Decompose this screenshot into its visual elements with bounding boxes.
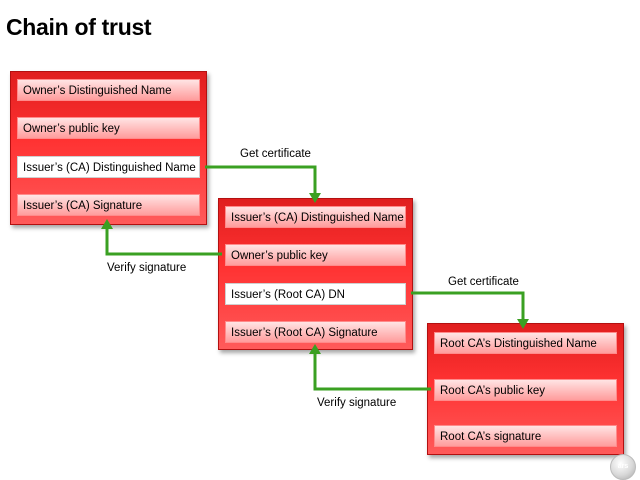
get-certificate-label-2: Get certificate — [448, 276, 519, 288]
cert2-issuer-dn-field: Issuer’s (CA) Distinguished Name — [225, 206, 406, 228]
cert1-owner-dn-field: Owner’s Distinguished Name — [17, 79, 200, 101]
cert2-root-issuer-dn-field: Issuer’s (Root CA) DN — [225, 283, 406, 305]
page-title: Chain of trust — [6, 14, 152, 40]
root-ca-certificate: Root CA’s Distinguished Name Root CA’s p… — [427, 323, 624, 455]
cert1-issuer-dn-field: Issuer’s (CA) Distinguished Name — [17, 156, 200, 178]
verify-signature-label-1: Verify signature — [107, 262, 187, 274]
cert3-root-public-key-field: Root CA’s public key — [434, 379, 617, 401]
intermediate-ca-certificate: Issuer’s (CA) Distinguished Name Owner’s… — [218, 198, 413, 350]
cert2-root-issuer-signature-field: Issuer’s (Root CA) Signature — [225, 321, 406, 343]
get-certificate-arrow-2 — [411, 291, 529, 329]
get-certificate-label-1: Get certificate — [240, 148, 311, 160]
verify-signature-arrow-1 — [101, 219, 222, 256]
cert1-issuer-signature-field: Issuer’s (CA) Signature — [17, 194, 200, 216]
owner-certificate: Owner’s Distinguished Name Owner’s publi… — [10, 71, 207, 225]
cert3-root-signature-field: Root CA’s signature — [434, 425, 617, 447]
ars-logo: ars — [610, 454, 636, 480]
cert2-owner-public-key-field: Owner’s public key — [225, 244, 406, 266]
get-certificate-arrow-1 — [205, 165, 321, 203]
verify-signature-arrow-2 — [309, 344, 431, 391]
verify-signature-label-2: Verify signature — [317, 397, 397, 409]
cert1-owner-public-key-field: Owner’s public key — [17, 117, 200, 139]
cert3-root-dn-field: Root CA’s Distinguished Name — [434, 332, 617, 354]
